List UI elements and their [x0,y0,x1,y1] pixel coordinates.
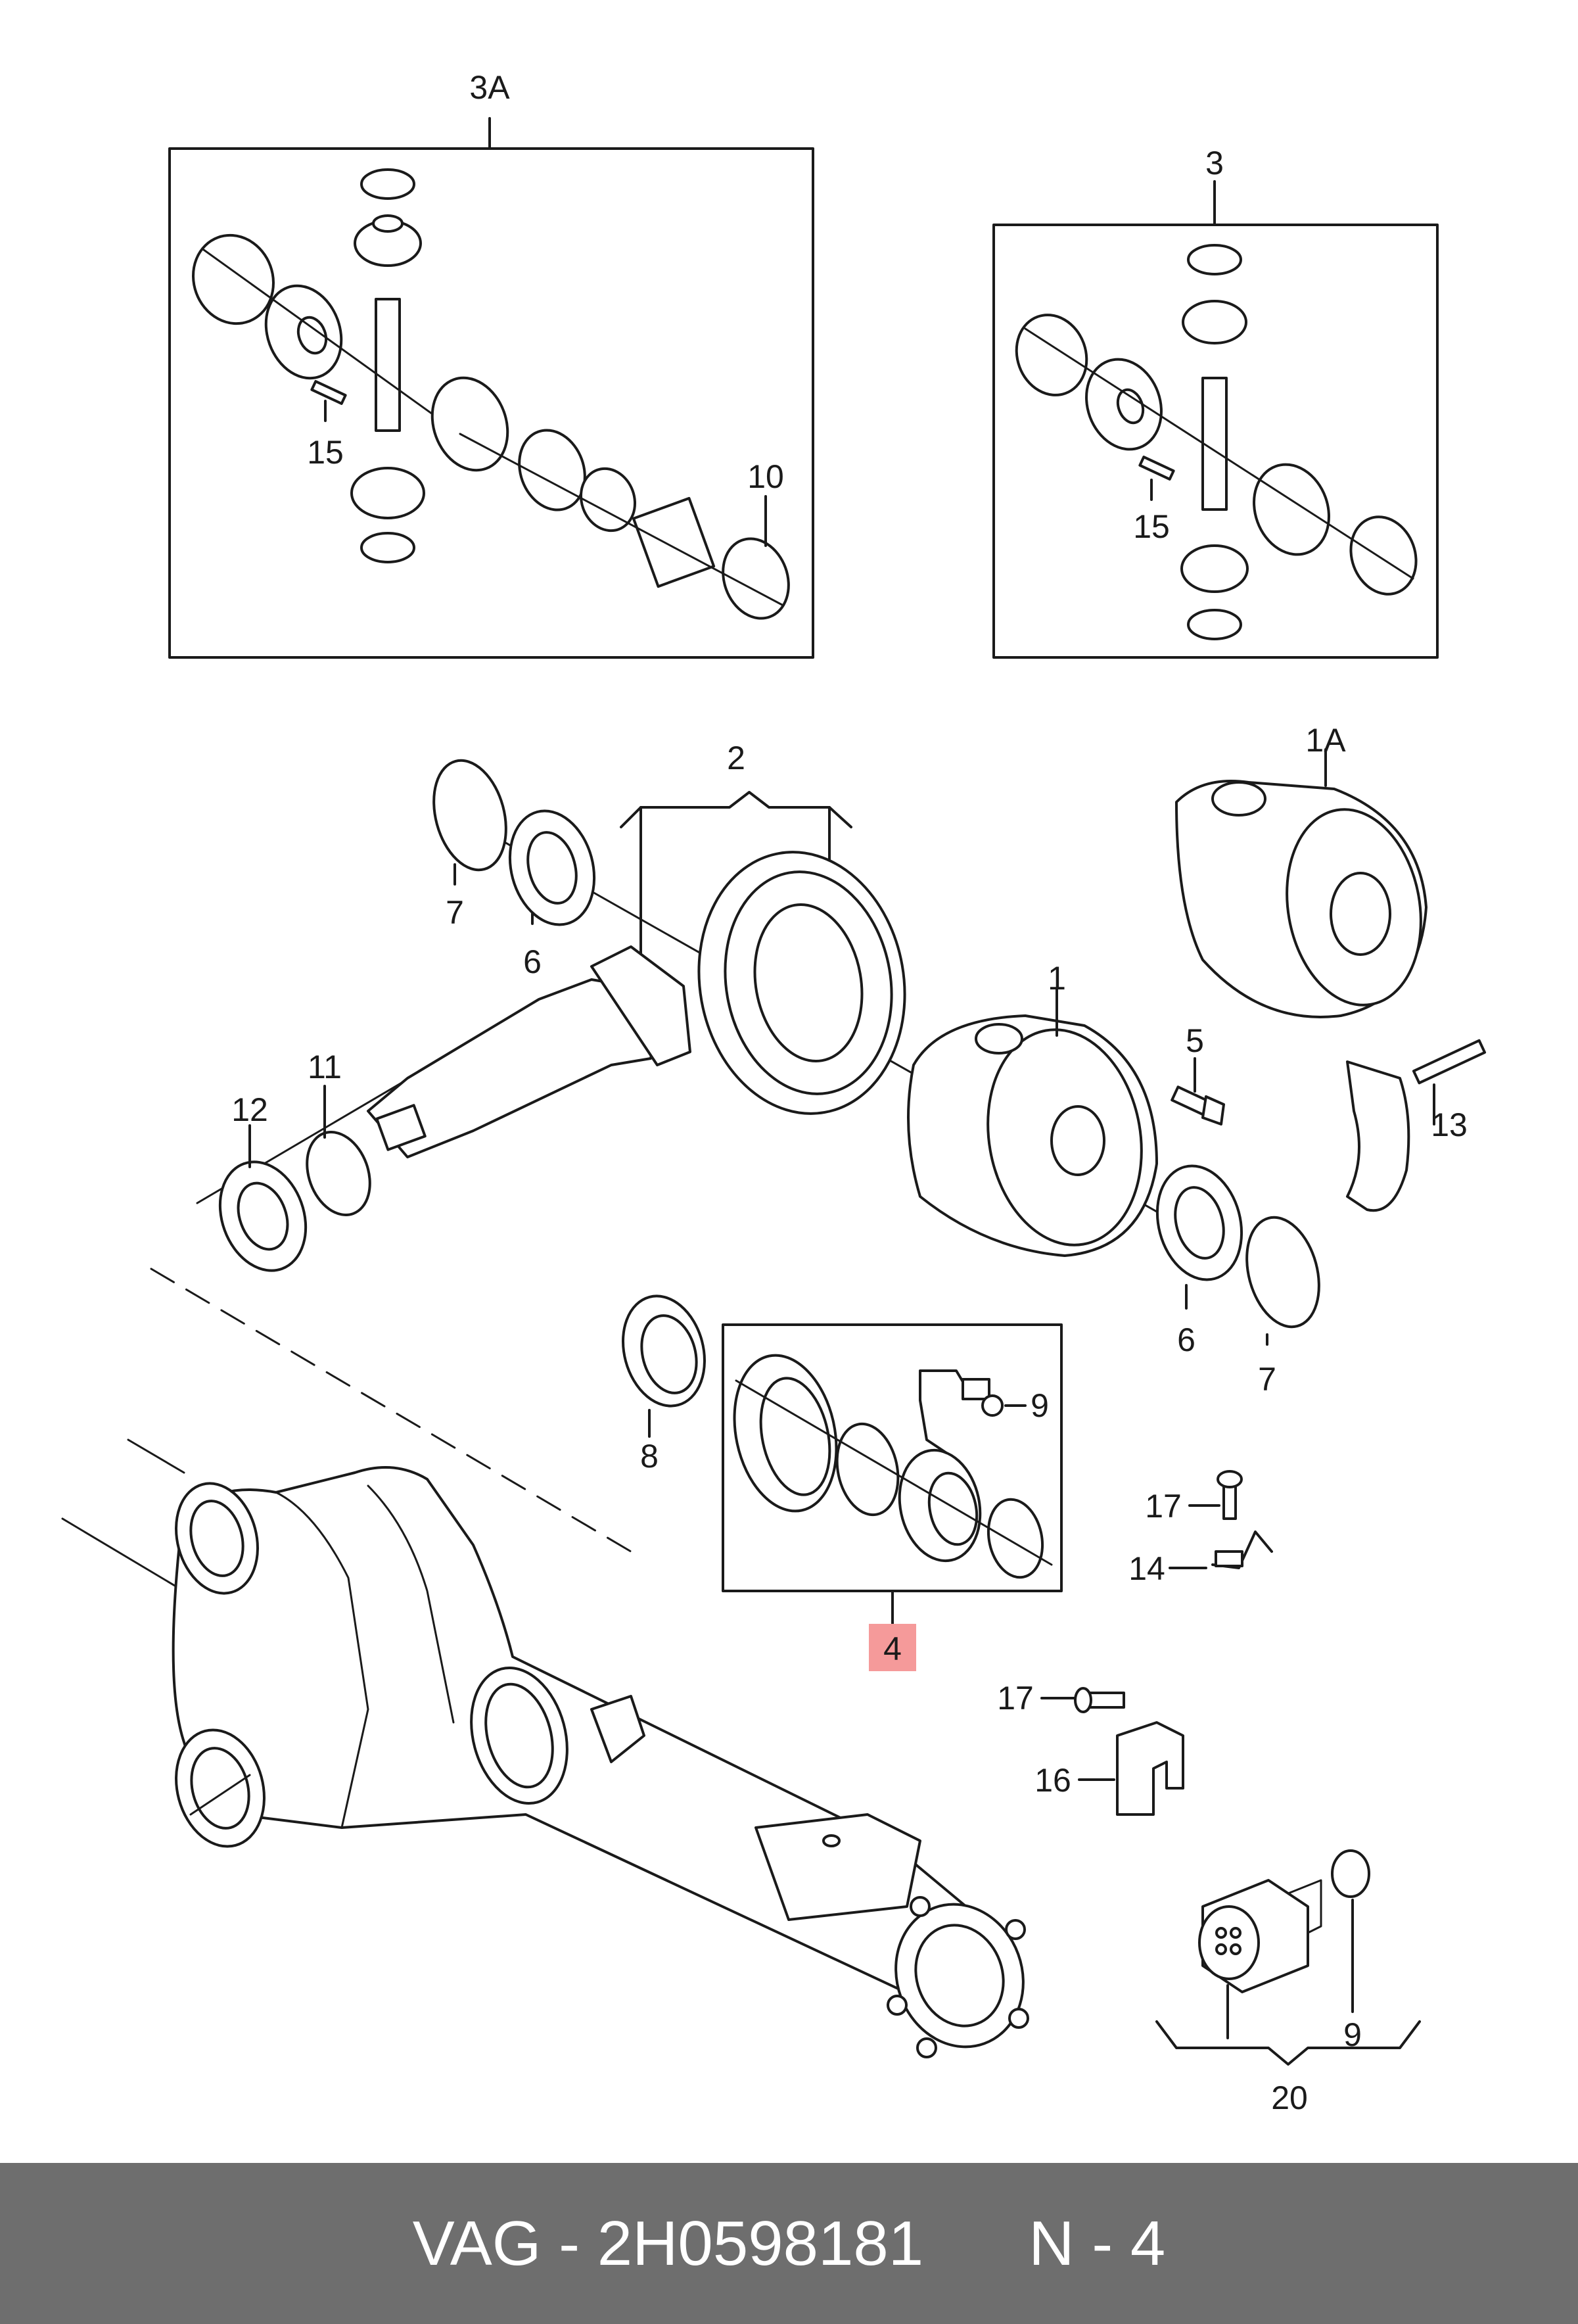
callout-1: 1 [1048,960,1066,997]
sensor-wire [919,1369,967,1454]
planet-gear-right [430,376,509,472]
callout-17-b: 17 [997,1680,1034,1717]
seal-kit: 8 9 4 [622,1294,1063,1671]
spring-ring [579,467,637,533]
o-ring-9-b [1331,1849,1370,1898]
footer-brand: VAG [412,2208,542,2279]
callout-14: 14 [1128,1550,1165,1587]
footer-bar: VAG - 2H0598181 N - 4 [0,2163,1578,2324]
axle-housing-body [172,1466,987,2006]
callout-16: 16 [1034,1762,1071,1799]
callout-2: 2 [727,740,745,776]
callout-8: 8 [640,1438,659,1475]
callout-10: 10 [747,458,784,495]
clutch-plate [632,496,716,588]
callout-1a: 1A [1305,722,1346,759]
side-gear-bottom [350,467,425,519]
main-assembly: 2 7 6 1 1A 5 [196,722,1487,1398]
callout-4-highlight [869,1624,916,1671]
callout-20: 20 [1271,2079,1308,2116]
callout-15-a: 15 [307,434,344,471]
callout-11: 11 [308,1049,342,1085]
callout-3a: 3A [469,69,510,106]
parts-diagram: 3A 15 10 3 [61,69,1487,2116]
pinion-shaft [375,298,401,432]
callout-12: 12 [231,1091,268,1128]
spring-seat [754,1813,921,1921]
axle-housing [61,1268,1029,2058]
callout-6-a: 6 [523,943,542,980]
footer-part-number: 2H0598181 [597,2208,924,2279]
callout-6-b: 6 [1177,1321,1195,1358]
footer-separator: - [541,2208,597,2279]
thrust-washer-right [518,429,586,511]
thrust-washer-top [360,168,415,200]
small-parts: 17 14 17 16 [997,1470,1273,1816]
callout-3: 3 [1205,145,1224,181]
callout-13: 13 [1431,1106,1468,1143]
retaining-ring-10 [722,537,790,620]
bolt-13 [1412,1039,1487,1085]
shim-7-top [432,759,507,872]
footer-ref: N - 4 [1029,2208,1166,2279]
thrust-washer-bottom [360,532,415,563]
callout-7-a: 7 [446,894,464,931]
callout-4: 4 [883,1630,902,1667]
callout-9-a: 9 [1031,1387,1049,1424]
frame-3: 3 15 [992,145,1439,659]
connector-group: 9 20 [1155,1849,1421,2116]
footer-spacer [923,2208,1029,2280]
callout-17-a: 17 [1145,1488,1182,1525]
bracket-16 [1116,1721,1184,1816]
bracket-13 [1346,1060,1410,1212]
callout-5: 5 [1186,1022,1204,1059]
frame-3a: 3A 15 10 [168,69,814,659]
callout-15-b: 15 [1133,508,1170,545]
shim-7-bottom [1245,1216,1320,1329]
o-ring-9-a [981,1394,1004,1417]
pin-15 [310,380,347,405]
callout-7-b: 7 [1258,1361,1276,1398]
